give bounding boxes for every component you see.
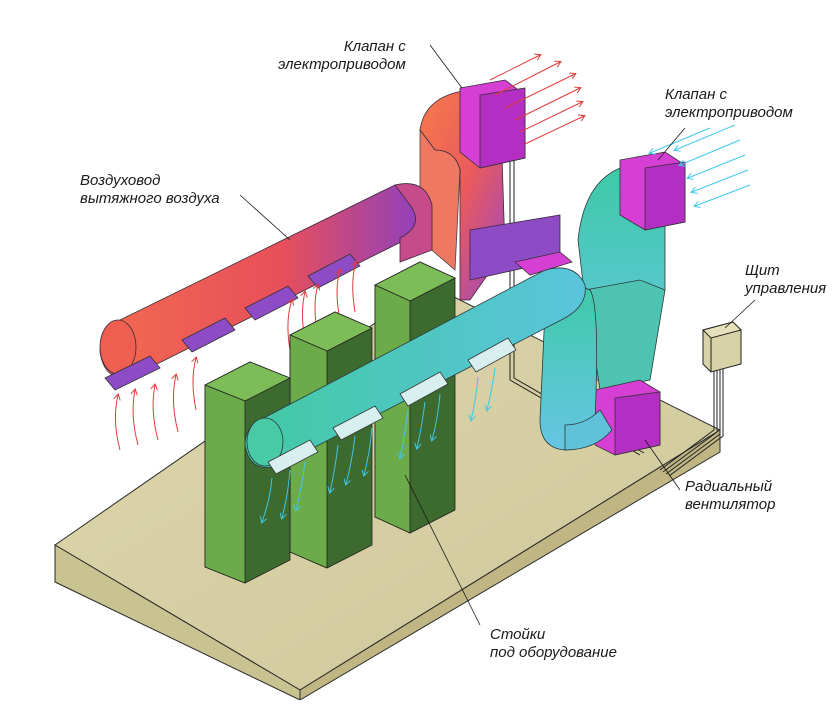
control-panel-box [702, 321, 742, 373]
label-racks-line1: Стойки [490, 626, 546, 643]
supply-outlet-arrows [262, 367, 496, 522]
supply-inlet-arrows [650, 124, 751, 206]
label-exhaust-duct: Воздуховод вытяжного воздуха [80, 172, 220, 208]
radial-fan [594, 379, 661, 456]
label-damper-left: Клапан с электроприводом [278, 38, 406, 74]
exhaust-outlet-arrows [489, 55, 584, 145]
label-control-panel: Щит управления [745, 262, 826, 298]
supply-damper [619, 151, 686, 231]
label-damper-right-line1: Клапан с [665, 86, 727, 103]
label-damper-right: Клапан с электроприводом [665, 86, 793, 122]
label-control-panel-line2: управления [745, 280, 827, 297]
label-control-panel-line1: Щит [745, 262, 780, 279]
label-radial-fan: Радиальный вентилятор [685, 478, 775, 514]
label-damper-right-line2: электроприводом [665, 104, 793, 121]
leader-lines [239, 44, 756, 626]
exhaust-duct [99, 183, 433, 391]
label-radial-fan-line1: Радиальный [685, 478, 773, 495]
exhaust-damper [459, 79, 526, 169]
label-exhaust-duct-line1: Воздуховод [80, 172, 161, 189]
supply-duct [244, 251, 613, 475]
label-exhaust-duct-line2: вытяжного воздуха [80, 190, 220, 207]
label-racks: Стойки под оборудование [490, 626, 617, 662]
label-damper-left-line2: электроприводом [278, 56, 406, 73]
label-damper-left-line1: Клапан с [343, 38, 406, 55]
label-radial-fan-line2: вентилятор [685, 496, 776, 513]
label-racks-line2: под оборудование [490, 644, 617, 661]
